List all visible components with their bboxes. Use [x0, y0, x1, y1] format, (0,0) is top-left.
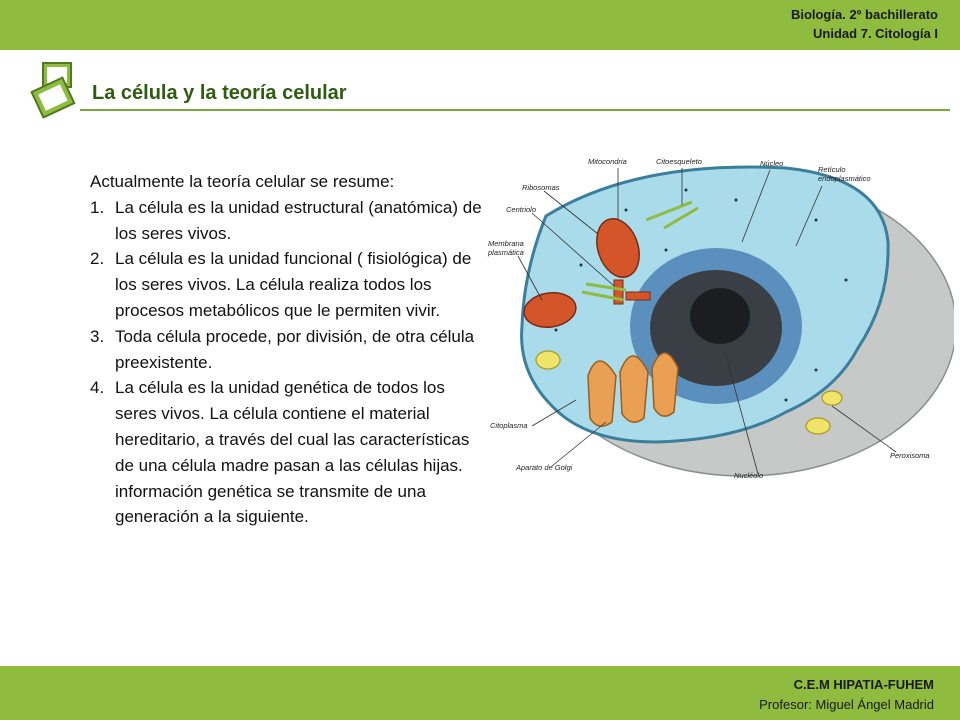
label-centriolo: Centriolo [506, 205, 536, 214]
label-ribosomas: Ribosomas [522, 183, 560, 192]
label-membrana-line2: plasmática [487, 248, 524, 257]
intro-text: Actualmente la teoría celular se resume: [90, 172, 395, 191]
label-mitocondria: Mitocondria [588, 157, 627, 166]
teacher-name: Profesor: Miguel Ángel Madrid [759, 697, 934, 712]
slide-title: La célula y la teoría celular [92, 82, 347, 104]
list-item: 2. La célula es la unidad funcional ( fis… [90, 246, 485, 323]
animal-cell-diagram: Mitocondria Citoesqueleto Núcleo Retícul… [487, 157, 954, 480]
theory-text: Actualmente la teoría celular se resume:… [90, 169, 485, 530]
label-membrana-line1: Membrana [488, 239, 524, 248]
theory-list: 1. La célula es la unidad estructural (an… [90, 195, 485, 530]
item-text: Toda célula procede, por división, de ot… [115, 326, 475, 372]
label-citoesqueleto: Citoesqueleto [656, 157, 702, 166]
list-item: 4. La célula es la unidad genética de tod… [90, 375, 485, 530]
list-item: 3. Toda célula procede, por división, de … [90, 324, 485, 376]
item-text: La célula es la unidad funcional ( fisio… [115, 249, 472, 320]
list-item: 1. La célula es la unidad estructural (an… [90, 195, 485, 247]
unit-label: Unidad 7. Citología I [813, 26, 938, 41]
label-citoplasma: Citoplasma [490, 421, 528, 430]
label-reticulo-line1: Retículo [818, 165, 846, 174]
item-text: La célula es la unidad genética de todos… [115, 378, 470, 527]
item-number: 3. [90, 326, 105, 346]
item-text: La célula es la unidad estructural (anat… [115, 197, 482, 243]
label-reticulo-line2: endoplasmático [818, 174, 871, 183]
label-nucleo: Núcleo [760, 159, 783, 168]
course-label: Biología. 2º bachillerato [790, 7, 938, 22]
label-peroxisoma: Peroxisoma [890, 451, 930, 460]
label-nucleolo: Nucléolo [734, 471, 763, 480]
title-underline [80, 109, 950, 111]
header-bar [0, 0, 960, 50]
slide-logo-icon [30, 62, 76, 119]
label-golgi: Aparato de Golgi [515, 463, 573, 472]
item-number: 2. [90, 249, 105, 269]
footer-bar [0, 666, 960, 720]
item-number: 4. [90, 378, 105, 398]
school-name: C.E.M HIPATIA-FUHEM [793, 677, 934, 692]
item-number: 1. [90, 197, 105, 217]
